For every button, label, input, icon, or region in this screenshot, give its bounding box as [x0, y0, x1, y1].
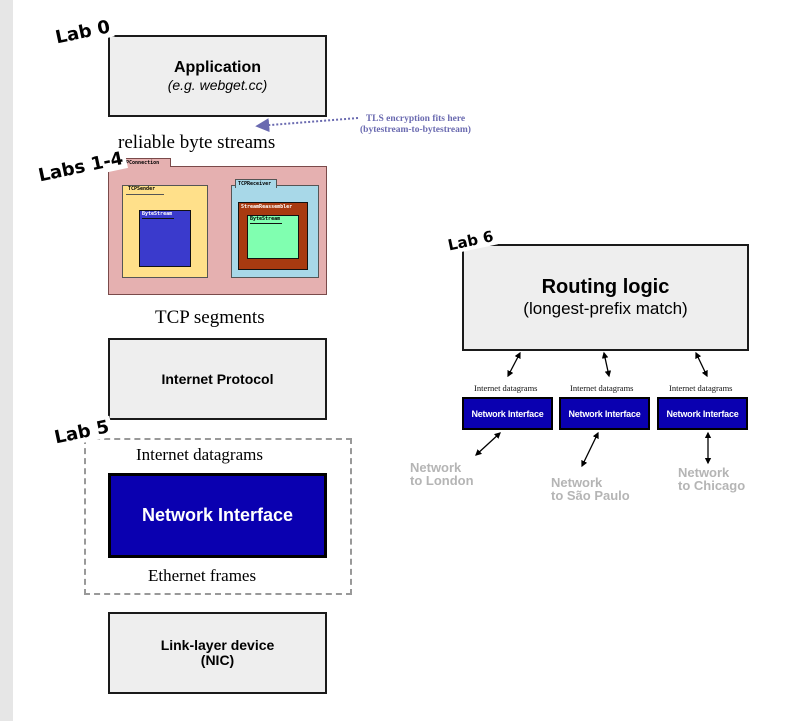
stream-reassembler-folder: StreamReassembler ByteStream [238, 202, 308, 270]
destination-sao-paulo: Network to São Paulo [551, 476, 630, 502]
internet-protocol-label: Internet Protocol [161, 371, 274, 387]
tcp-connection-tab-label: TCPConnection [120, 160, 160, 166]
tls-note: TLS encryption fits here (bytestream-to-… [360, 114, 471, 136]
sender-bytestream-folder: ByteStream [139, 210, 191, 267]
application-subtitle: (e.g. webget.cc) [167, 77, 268, 93]
interface-1-label: Network Interface [471, 408, 544, 419]
tcp-sender-tab: TCPSender [126, 185, 164, 195]
sender-bytestream-label: ByteStream [142, 211, 174, 219]
ethernet-frames-label: Ethernet frames [148, 566, 257, 585]
routing-logic-subtitle: (longest-prefix match) [523, 299, 688, 318]
tcp-sender-label: TCPSender [128, 186, 156, 192]
destination-london-line1: Network [410, 460, 462, 475]
network-interface-label: Network Interface [141, 505, 294, 525]
routing-to-interface-1-arrow [507, 351, 521, 378]
interface-3-box: Network Interface [657, 397, 748, 430]
tcp-connection-folder: TCPConnection TCPSender ByteStream TCPRe… [108, 158, 327, 295]
destination-chicago: Network to Chicago [678, 466, 745, 492]
destination-london-line2: to London [410, 473, 474, 488]
interface-2-to-sao-paulo-arrow [581, 431, 599, 468]
interface-3-label: Network Interface [666, 408, 739, 419]
network-interface-box: Network Interface [108, 473, 327, 558]
interface-3-datagrams-label: Internet datagrams [669, 383, 733, 393]
tcp-receiver-tab: TCPReceiver [235, 179, 277, 188]
lab5-region [84, 438, 352, 595]
interface-2-box: Network Interface [559, 397, 650, 430]
internet-protocol-box: Internet Protocol [108, 338, 327, 420]
interface-2-datagrams-label: Internet datagrams [570, 383, 634, 393]
destination-sao-paulo-line1: Network [551, 475, 603, 490]
interface-1-to-london-arrow [475, 432, 501, 456]
tcp-sender-folder: TCPSender ByteStream [122, 185, 208, 278]
internet-datagrams-label: Internet datagrams [136, 445, 263, 464]
tcp-receiver-label: TCPReceiver [238, 181, 272, 187]
destination-london: Network to London [410, 461, 474, 487]
destination-chicago-line2: to Chicago [678, 478, 746, 493]
application-title: Application [173, 59, 262, 76]
routing-to-interface-3-arrow [695, 351, 708, 378]
routing-to-interface-2-arrow [601, 351, 612, 378]
routing-logic-title: Routing logic [541, 276, 670, 298]
tcp-receiver-folder: TCPReceiver StreamReassembler ByteStream [231, 179, 319, 278]
interface-1-datagrams-label: Internet datagrams [474, 383, 538, 393]
interface-1-box: Network Interface [462, 397, 553, 430]
tls-note-arrow [255, 117, 359, 133]
tls-note-line1: TLS encryption fits here [365, 114, 466, 124]
tcp-segments-label: TCP segments [155, 307, 265, 328]
routing-logic-box: Routing logic (longest-prefix match) [462, 244, 749, 351]
destination-sao-paulo-line2: to São Paulo [551, 488, 630, 503]
link-layer-line1: Link-layer device [160, 637, 275, 653]
application-box: Application (e.g. webget.cc) [108, 35, 327, 117]
receiver-bytestream-label: ByteStream [250, 216, 282, 224]
left-gutter [0, 0, 13, 721]
receiver-bytestream-folder: ByteStream [247, 215, 299, 259]
link-layer-line2: (NIC) [200, 652, 235, 668]
reliable-byte-streams-label: reliable byte streams [118, 132, 276, 153]
tls-note-line2: (bytestream-to-bytestream) [360, 125, 471, 135]
link-layer-device-box: Link-layer device (NIC) [108, 612, 327, 694]
destination-chicago-line1: Network [678, 465, 730, 480]
stream-reassembler-label: StreamReassembler [241, 204, 293, 210]
interface-2-label: Network Interface [568, 408, 641, 419]
